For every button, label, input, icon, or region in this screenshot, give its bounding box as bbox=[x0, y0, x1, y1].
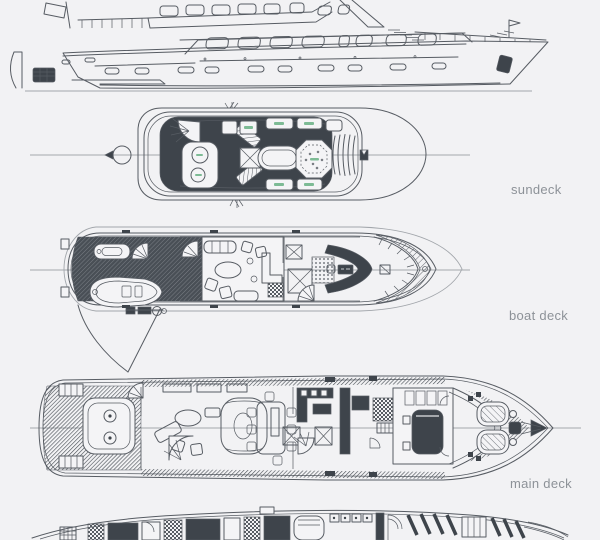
foredeck-walkway bbox=[373, 234, 431, 304]
engine-room-vents bbox=[406, 513, 569, 540]
boat-deck-label: boat deck bbox=[509, 308, 569, 323]
main-deck-label: main deck bbox=[510, 476, 572, 491]
aft-deck bbox=[42, 382, 144, 471]
sundeck-jacuzzi bbox=[295, 139, 333, 179]
foredeck bbox=[465, 390, 548, 462]
dining-area bbox=[246, 387, 297, 469]
sundeck-radar-arch bbox=[332, 134, 369, 176]
boat-deck-tender-garage bbox=[71, 236, 203, 316]
deck-fittings bbox=[325, 376, 377, 477]
sundeck-label: sundeck bbox=[511, 182, 562, 197]
deck-cleats bbox=[122, 230, 300, 308]
sundeck-furniture bbox=[169, 117, 343, 191]
wheelhouse bbox=[267, 244, 391, 302]
lower-deck-plan-drawing[interactable] bbox=[30, 505, 570, 540]
profile-deckhouse bbox=[147, 0, 473, 55]
boat-deck-plan-drawing[interactable] bbox=[30, 225, 470, 375]
master-stateroom bbox=[392, 387, 502, 469]
profile-masts-flags bbox=[43, 1, 547, 74]
profile-rails-portholes bbox=[61, 55, 459, 75]
sundeck-antennas bbox=[224, 102, 244, 208]
galley-lobby bbox=[282, 387, 394, 455]
yacht-profile-drawing[interactable] bbox=[0, 0, 600, 100]
profile-hull bbox=[10, 40, 549, 92]
lower-deck-cabins bbox=[59, 512, 403, 540]
sundeck-hull bbox=[104, 107, 427, 201]
davit-swing-arc bbox=[77, 304, 161, 373]
sundeck-plan-drawing[interactable] bbox=[30, 102, 470, 210]
salon bbox=[140, 383, 280, 469]
main-deck-plan-drawing[interactable] bbox=[25, 368, 585, 485]
